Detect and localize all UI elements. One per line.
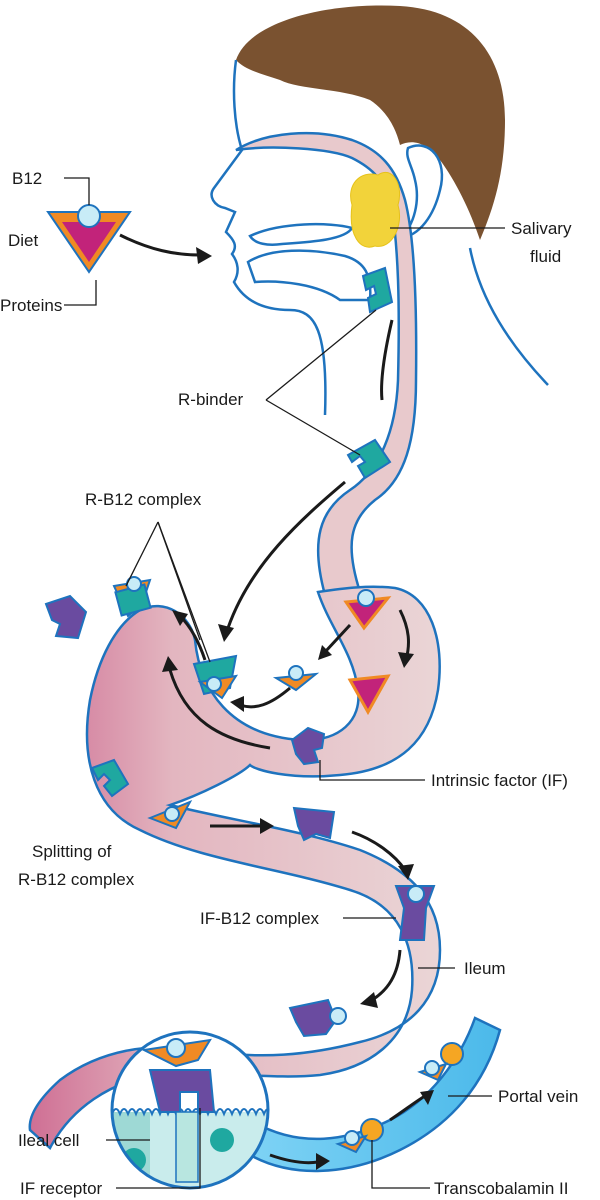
r-b12-complex-label: R-B12 complex bbox=[85, 490, 202, 509]
tongue bbox=[246, 249, 372, 302]
proteins-label: Proteins bbox=[0, 296, 62, 315]
diet-label: Diet bbox=[8, 231, 39, 250]
ileum-label: Ileum bbox=[464, 959, 506, 978]
intrinsic-factor-label: Intrinsic factor (IF) bbox=[431, 771, 568, 790]
b12-sphere bbox=[77, 204, 101, 228]
ileal-cell-label: Ileal cell bbox=[18, 1131, 79, 1150]
if-receptor-label: IF receptor bbox=[20, 1179, 103, 1198]
r-binder-shape bbox=[44, 266, 394, 798]
splitting-label-line1: Splitting of bbox=[32, 842, 112, 861]
r-binder-label: R-binder bbox=[178, 390, 244, 409]
stomach-intestine bbox=[28, 585, 442, 1151]
diet-protein-triangle bbox=[46, 204, 132, 274]
splitting-label-line2: R-B12 complex bbox=[18, 870, 135, 889]
if-receptor-shape bbox=[175, 1111, 199, 1183]
salivary-fluid-label-line2: fluid bbox=[530, 247, 561, 266]
intrinsic-factor-shape bbox=[288, 726, 436, 1038]
if-b12-complex-label: IF-B12 complex bbox=[200, 909, 320, 928]
flow-arrows bbox=[119, 233, 434, 1170]
neck-back bbox=[468, 247, 549, 386]
hair bbox=[236, 5, 505, 240]
b12-carrier-molecules bbox=[147, 665, 320, 830]
transcobalamin-label: Transcobalamin II bbox=[434, 1179, 568, 1198]
r-b12-complex-molecules bbox=[112, 576, 392, 716]
salivary-gland bbox=[350, 172, 400, 248]
portal-vein-label: Portal vein bbox=[498, 1087, 578, 1106]
salivary-fluid-label-line1: Salivary bbox=[511, 219, 572, 238]
palate bbox=[248, 222, 354, 246]
leader-lines bbox=[64, 177, 505, 1189]
transcobalamin-ball bbox=[335, 1042, 464, 1154]
b12-label: B12 bbox=[12, 169, 42, 188]
